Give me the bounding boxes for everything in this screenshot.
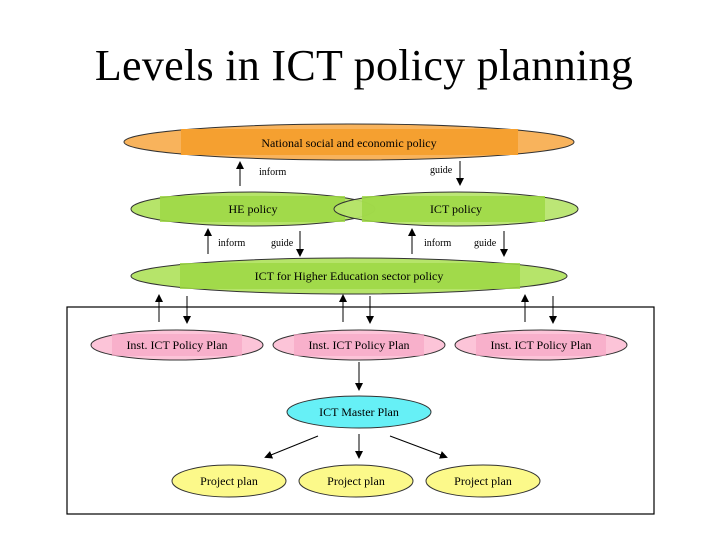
project-plan-3-label: Project plan — [454, 474, 512, 488]
arrow-master-project3 — [389, 435, 448, 459]
master-plan-node: ICT Master Plan — [286, 395, 432, 429]
edge-guide-he: guide — [271, 238, 294, 249]
project-plan-1-label: Project plan — [200, 474, 258, 488]
project-plan-1-node: Project plan — [171, 464, 287, 498]
inst-plan-2-node: Inst. ICT Policy Plan — [272, 329, 446, 361]
edge-inform-he: inform — [218, 238, 245, 249]
project-plan-2-node: Project plan — [298, 464, 414, 498]
arrow-master-project1 — [264, 435, 319, 459]
project-plan-3-node: Project plan — [425, 464, 541, 498]
inst-plan-2-label: Inst. ICT Policy Plan — [308, 338, 409, 352]
national-policy-label: National social and economic policy — [261, 136, 436, 150]
edge-guide-national: guide — [430, 165, 453, 176]
inst-plan-1-node: Inst. ICT Policy Plan — [90, 329, 264, 361]
ict-he-sector-node: ICT for Higher Education sector policy — [130, 257, 568, 295]
edge-guide-ict: guide — [474, 238, 497, 249]
slide-title: Levels in ICT policy planning — [94, 41, 634, 90]
edge-inform-national: inform — [259, 167, 286, 178]
inst-plan-3-label: Inst. ICT Policy Plan — [490, 338, 591, 352]
master-plan-label: ICT Master Plan — [319, 405, 399, 419]
he-policy-label: HE policy — [229, 202, 278, 216]
national-policy-node: National social and economic policy — [123, 123, 575, 161]
edge-inform-ict: inform — [424, 238, 451, 249]
institution-frame — [66, 306, 655, 515]
inst-plan-1-label: Inst. ICT Policy Plan — [126, 338, 227, 352]
ict-he-sector-label: ICT for Higher Education sector policy — [255, 269, 444, 283]
ict-policy-label: ICT policy — [430, 202, 482, 216]
project-plan-2-label: Project plan — [327, 474, 385, 488]
inst-plan-3-node: Inst. ICT Policy Plan — [454, 329, 628, 361]
ict-policy-node: ICT policy — [333, 191, 579, 227]
